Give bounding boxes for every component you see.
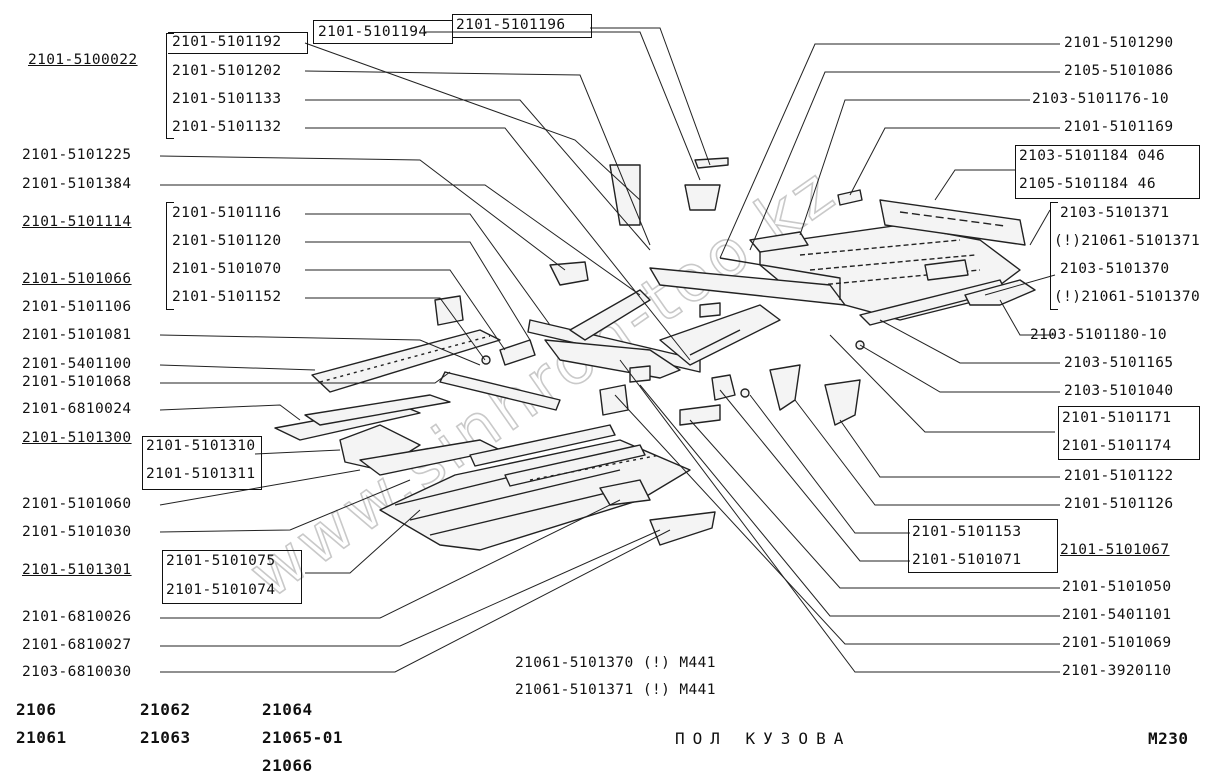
model-21065-01: 21065-01 [262,728,344,747]
model-2106: 2106 [16,700,57,719]
label-6810024: 2101-6810024 [22,401,132,417]
box-5101192 [168,32,308,54]
label-5101310: 2101-5101310 [146,438,256,454]
label-6810030: 2103-6810030 [22,664,132,680]
label-5101184-046: 2103-5101184 046 [1019,148,1166,164]
label-5101153: 2101-5101153 [912,524,1022,540]
label-5101030: 2101-5101030 [22,524,132,540]
note-5101371: 21061-5101371 (!) M441 [515,682,716,698]
label-5101040: 2103-5101040 [1064,383,1174,399]
group-bracket-5100022 [166,33,174,139]
label-5101116: 2101-5101116 [172,205,282,221]
label-5101171: 2101-5101171 [1062,410,1172,426]
box-5101153 [908,519,1058,573]
label-5101301: 2101-5101301 [22,562,132,578]
label-5101290: 2101-5101290 [1064,35,1174,51]
label-5101050: 2101-5101050 [1062,579,1172,595]
box-5101171 [1058,406,1200,460]
label-5101114: 2101-5101114 [22,214,132,230]
box-5101310 [142,436,262,490]
label-5100022: 2101-5100022 [28,52,138,68]
label-5101192: 2101-5101192 [172,34,282,50]
leader-lines [159,27,1060,673]
label-5101184-46: 2105-5101184 46 [1019,176,1156,192]
label-5101086: 2105-5101086 [1064,63,1174,79]
label-5101180-10: 2103-5101180-10 [1030,327,1167,343]
page-title: ПОЛ КУЗОВА [675,729,852,748]
box-5101184 [1015,145,1200,199]
label-6810027: 2101-6810027 [22,637,132,653]
label-5101074: 2101-5101074 [166,582,276,598]
label-5101106: 2101-5101106 [22,299,132,315]
label-5101120: 2101-5101120 [172,233,282,249]
label-5101081: 2101-5101081 [22,327,132,343]
label-5101132: 2101-5101132 [172,119,282,135]
label-5101069: 2101-5101069 [1062,635,1172,651]
model-21064: 21064 [262,700,313,719]
box-5101196 [452,14,592,38]
label-5101202: 2101-5101202 [172,63,282,79]
model-21066: 21066 [262,756,313,775]
label-21061-5101370: (!)21061-5101370 [1054,289,1201,305]
label-5101152: 2101-5101152 [172,289,282,305]
label-5101371: 2103-5101371 [1060,205,1170,221]
model-21062: 21062 [140,700,191,719]
label-5101174: 2101-5101174 [1062,438,1172,454]
label-5101060: 2101-5101060 [22,496,132,512]
group-bracket-5101371 [1050,202,1058,310]
model-21063: 21063 [140,728,191,747]
label-5101194: 2101-5101194 [318,24,428,40]
label-5101176-10: 2103-5101176-10 [1032,91,1169,107]
label-5101070: 2101-5101070 [172,261,282,277]
label-5101300: 2101-5101300 [22,430,132,446]
label-5101068: 2101-5101068 [22,374,132,390]
label-6810026: 2101-6810026 [22,609,132,625]
label-5101133: 2101-5101133 [172,91,282,107]
box-5101075 [162,550,302,604]
label-5101071: 2101-5101071 [912,552,1022,568]
label-5101225: 2101-5101225 [22,147,132,163]
label-5101196: 2101-5101196 [456,17,566,33]
label-5101169: 2101-5101169 [1064,119,1174,135]
label-5101311: 2101-5101311 [146,466,256,482]
page-code: M230 [1148,729,1189,748]
label-5101067: 2101-5101067 [1060,542,1170,558]
label-5101384: 2101-5101384 [22,176,132,192]
label-5101075: 2101-5101075 [166,553,276,569]
label-5101126: 2101-5101126 [1064,496,1174,512]
label-5101165: 2103-5101165 [1064,355,1174,371]
model-21061: 21061 [16,728,67,747]
group-bracket-5101114 [166,202,174,310]
label-5101066: 2101-5101066 [22,271,132,287]
label-5101370: 2103-5101370 [1060,261,1170,277]
label-5401101: 2101-5401101 [1062,607,1172,623]
note-5101370: 21061-5101370 (!) M441 [515,655,716,671]
label-5101122: 2101-5101122 [1064,468,1174,484]
label-3920110: 2101-3920110 [1062,663,1172,679]
label-21061-5101371: (!)21061-5101371 [1054,233,1201,249]
label-5401100: 2101-5401100 [22,356,132,372]
